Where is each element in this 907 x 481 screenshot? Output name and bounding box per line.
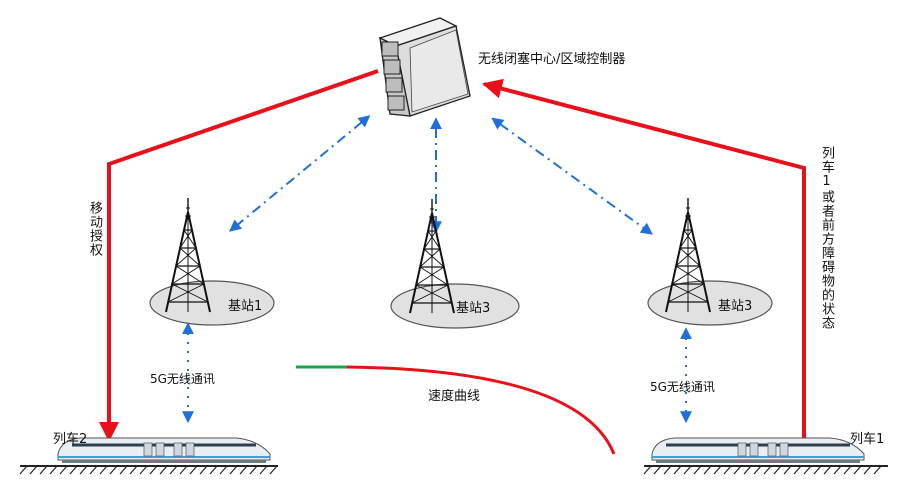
rail-sleeper <box>39 465 48 475</box>
rail-sleeper <box>269 465 278 475</box>
link-controller-station3 <box>491 117 653 235</box>
train-1-icon <box>650 436 866 465</box>
rail-sleeper <box>713 465 722 475</box>
train-2-icon <box>56 436 272 465</box>
rail-sleeper <box>89 465 98 475</box>
rail-sleeper <box>99 465 108 475</box>
rail-sleeper <box>19 465 28 475</box>
train-status-label: 列车1或者前方障碍物的状态 <box>819 146 834 330</box>
rail-sleeper <box>109 465 118 475</box>
train-status-line <box>482 78 806 440</box>
rail-sleeper <box>229 465 238 475</box>
rail-sleeper <box>159 465 168 475</box>
station-1-label: 基站1 <box>228 299 263 314</box>
link-controller-station1 <box>229 115 371 232</box>
rail-sleeper <box>783 465 792 475</box>
rail-sleeper <box>643 465 652 475</box>
server-icon <box>378 17 471 117</box>
rail-sleeper <box>773 465 782 475</box>
rail-sleeper <box>873 465 882 475</box>
train-2-label: 列车2 <box>53 432 88 447</box>
railway-track <box>19 465 888 475</box>
base-station-3 <box>647 197 773 326</box>
rail-sleeper <box>209 465 218 475</box>
rail-sleeper <box>119 465 128 475</box>
5g-link-left-label: 5G无线通讯 <box>150 372 215 386</box>
rail-sleeper <box>733 465 742 475</box>
base-station-2 <box>390 198 520 329</box>
rail-sleeper <box>663 465 672 475</box>
rail-sleeper <box>793 465 802 475</box>
rail-sleeper <box>653 465 662 475</box>
rail-sleeper <box>199 465 208 475</box>
base-station-1 <box>149 197 275 326</box>
rail-sleeper <box>693 465 702 475</box>
rail-sleeper <box>29 465 38 475</box>
controller-label: 无线闭塞中心/区域控制器 <box>478 52 626 67</box>
rail-sleeper <box>139 465 148 475</box>
rail-sleeper <box>49 465 58 475</box>
5g-link-right-label: 5G无线通讯 <box>650 380 715 394</box>
rail-sleeper <box>803 465 812 475</box>
rail-sleeper <box>683 465 692 475</box>
rail-sleeper <box>239 465 248 475</box>
rail-sleeper <box>59 465 68 475</box>
rail-sleeper <box>853 465 862 475</box>
rail-sleeper <box>129 465 138 475</box>
speed-curve-label: 速度曲线 <box>428 389 481 404</box>
rail-sleeper <box>79 465 88 475</box>
rail-sleeper <box>833 465 842 475</box>
rail-sleeper <box>823 465 832 475</box>
rail-sleeper <box>169 465 178 475</box>
rail-sleeper <box>763 465 772 475</box>
rail-sleeper <box>219 465 228 475</box>
rail-sleeper <box>723 465 732 475</box>
movement-authority-label: 移动授权 <box>87 201 102 257</box>
movement-authority-line <box>99 69 379 442</box>
rail-sleeper <box>673 465 682 475</box>
rail-sleeper <box>179 465 188 475</box>
rail-sleeper <box>863 465 872 475</box>
rail-sleeper <box>69 465 78 475</box>
rail-sleeper <box>249 465 258 475</box>
station-2-label: 基站3 <box>456 301 491 316</box>
rail-sleeper <box>703 465 712 475</box>
rail-sleeper <box>753 465 762 475</box>
rail-sleeper <box>149 465 158 475</box>
speed-curve-red <box>346 365 616 455</box>
rail-sleeper <box>743 465 752 475</box>
rail-sleeper <box>813 465 822 475</box>
station-3-label: 基站3 <box>718 299 753 314</box>
rail-sleeper <box>259 465 268 475</box>
rail-sleeper <box>189 465 198 475</box>
rail-sleeper <box>843 465 852 475</box>
train-1-label: 列车1 <box>850 432 885 447</box>
